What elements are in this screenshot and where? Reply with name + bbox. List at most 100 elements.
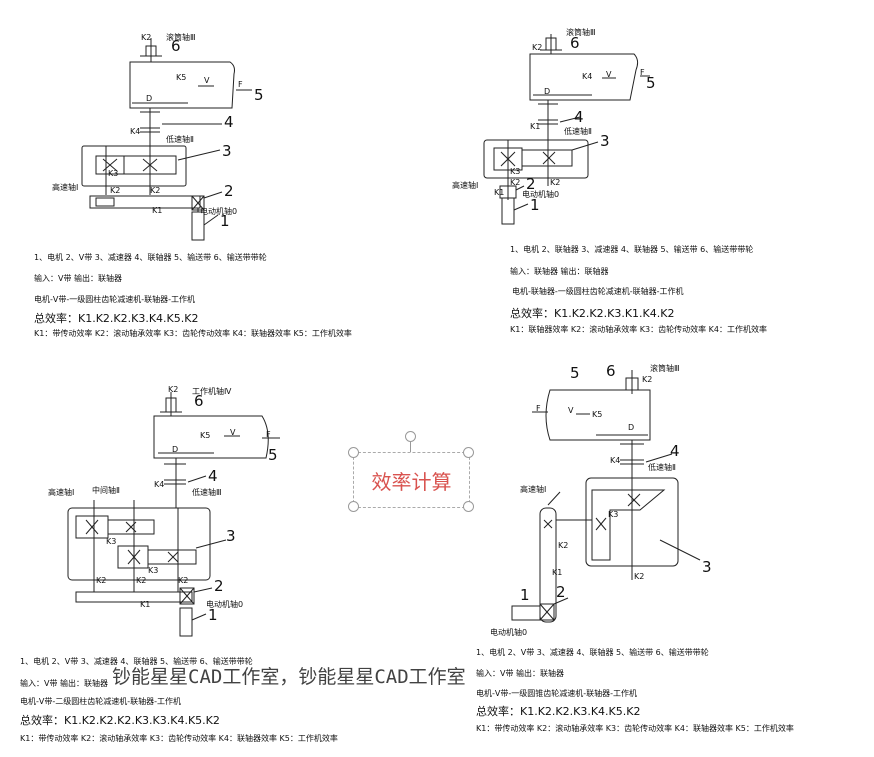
d2-legend: 1、电机 2、联轴器 3、减速器 4、联轴器 5、输送带 6、输送带带轮 bbox=[510, 245, 754, 254]
d1-k4: K4 bbox=[130, 127, 141, 136]
d1-total: 总效率：K1.K2.K2.K3.K4.K5.K2 bbox=[34, 312, 199, 325]
d4-f: F bbox=[536, 404, 541, 413]
d4-conveyor-5 bbox=[545, 389, 651, 441]
d3-label-4: 4 bbox=[208, 467, 218, 485]
d4-label-5: 5 bbox=[570, 364, 580, 382]
d3-high-shaft: 高速轴Ⅰ bbox=[48, 488, 75, 497]
d2-motor-shaft: 电动机轴0 bbox=[522, 190, 560, 199]
d3-v-belt bbox=[75, 591, 193, 603]
d3-io: 输入：V带 输出：联轴器 bbox=[20, 679, 109, 688]
diagram-2-drawing bbox=[483, 34, 650, 225]
d4-io: 输入：V带 输出：联轴器 bbox=[476, 669, 565, 678]
diagram-3-drawing bbox=[67, 392, 280, 637]
d4-label-6: 6 bbox=[606, 362, 616, 380]
d3-total: 总效率：K1.K2.K2.K2.K3.K3.K4.K5.K2 bbox=[20, 714, 220, 727]
d1-drum-shaft: 滚筒轴Ⅲ bbox=[166, 33, 196, 42]
d2-label-6: 6 bbox=[570, 34, 580, 52]
d2-low-shaft: 低速轴Ⅱ bbox=[564, 127, 592, 136]
d2-k2-top: K2 bbox=[532, 43, 543, 52]
d4-chain: 电机-V带-一级圆锥齿轮减速机-联轴器-工作机 bbox=[476, 689, 638, 698]
d3-k2-b: K2 bbox=[136, 576, 147, 585]
d4-k1: K1 bbox=[552, 568, 563, 577]
d2-label-2: 2 bbox=[526, 175, 536, 193]
d1-motor-shaft: 电动机轴0 bbox=[200, 207, 238, 216]
d4-k2-a: K2 bbox=[558, 541, 569, 550]
diagram-4-drawing bbox=[511, 370, 701, 623]
d2-d: D bbox=[544, 87, 551, 96]
d3-f: F bbox=[266, 430, 271, 439]
d4-label-2: 2 bbox=[556, 583, 566, 601]
d4-low-shaft: 低速轴Ⅱ bbox=[648, 463, 676, 472]
d2-label-4: 4 bbox=[574, 108, 584, 126]
d3-mid-shaft: 中间轴Ⅱ bbox=[92, 486, 120, 495]
d1-high-shaft: 高速轴Ⅰ bbox=[52, 183, 79, 192]
d2-label-1: 1 bbox=[530, 196, 540, 214]
d3-d: D bbox=[172, 445, 179, 454]
d2-gearbox-3 bbox=[483, 139, 589, 179]
d2-label-5: 5 bbox=[646, 74, 656, 92]
resize-handle-tl[interactable] bbox=[348, 447, 359, 458]
d1-k2-a: K2 bbox=[110, 186, 121, 195]
d4-label-1: 1 bbox=[520, 586, 530, 604]
d2-k2-b: K2 bbox=[550, 178, 561, 187]
d4-motor-1 bbox=[511, 605, 541, 621]
d2-k3: K3 bbox=[510, 167, 521, 176]
d1-k2-b: K2 bbox=[150, 186, 161, 195]
d4-total: 总效率：K1.K2.K2.K3.K4.K5.K2 bbox=[476, 705, 641, 718]
d2-drum-shaft: 滚筒轴Ⅲ bbox=[566, 28, 596, 37]
d3-k3-a: K3 bbox=[106, 537, 117, 546]
d2-high-shaft: 高速轴Ⅰ bbox=[452, 181, 479, 190]
d4-label-3: 3 bbox=[702, 558, 712, 576]
d3-low-shaft: 低速轴Ⅲ bbox=[192, 488, 222, 497]
d4-high-shaft: 高速轴Ⅰ bbox=[520, 485, 547, 494]
d3-legend: 1、电机 2、V带 3、减速器 4、联轴器 5、输送带 6、输送带带轮 bbox=[20, 657, 253, 666]
d1-label-5: 5 bbox=[254, 86, 264, 104]
d3-chain: 电机-V带-二级圆柱齿轮减速机-联轴器-工作机 bbox=[20, 697, 182, 706]
d1-k1: K1 bbox=[152, 206, 163, 215]
d3-gearbox-3 bbox=[67, 507, 211, 581]
d3-k2-a: K2 bbox=[96, 576, 107, 585]
d2-conveyor-5 bbox=[529, 53, 639, 101]
d4-d: D bbox=[628, 423, 635, 432]
d2-f: F bbox=[640, 68, 645, 77]
d1-conveyor-5 bbox=[129, 61, 235, 109]
d2-k2-a: K2 bbox=[510, 178, 521, 187]
d3-conveyor-5 bbox=[153, 415, 269, 459]
d3-k3-b: K3 bbox=[148, 566, 159, 575]
d3-motor-1 bbox=[179, 607, 193, 637]
d1-v: V bbox=[204, 76, 210, 85]
d3-v: V bbox=[230, 428, 236, 437]
d4-k2-top: K2 bbox=[642, 375, 653, 384]
d1-k3: K3 bbox=[108, 169, 119, 178]
d2-total: 总效率：K1.K2.K2.K3.K1.K4.K2 bbox=[510, 307, 675, 320]
d4-k5: K5 bbox=[592, 410, 603, 419]
resize-handle-bl[interactable] bbox=[348, 501, 359, 512]
d3-k1: K1 bbox=[140, 600, 151, 609]
d3-k5: K5 bbox=[200, 431, 211, 440]
resize-handle-tr[interactable] bbox=[463, 447, 474, 458]
d3-label-5: 5 bbox=[268, 446, 278, 464]
d1-chain: 电机-V带-一级圆柱齿轮减速机-联轴器-工作机 bbox=[34, 295, 196, 304]
efficiency-title: 效率计算 bbox=[371, 470, 452, 494]
d3-label-2: 2 bbox=[214, 577, 224, 595]
d1-io: 输入：V带 输出：联轴器 bbox=[34, 274, 123, 283]
resize-handle-br[interactable] bbox=[463, 501, 474, 512]
d4-v: V bbox=[568, 406, 574, 415]
d4-label-4: 4 bbox=[670, 442, 680, 460]
d4-drum-shaft: 滚筒轴Ⅲ bbox=[650, 364, 680, 373]
d1-label-4: 4 bbox=[224, 113, 234, 131]
d2-io: 输入：联轴器 输出：联轴器 bbox=[510, 267, 609, 276]
d3-effs: K1：带传动效率 K2：滚动轴承效率 K3：齿轮传动效率 K4：联轴器效率 K5… bbox=[20, 734, 338, 743]
d1-low-shaft: 低速轴Ⅱ bbox=[166, 135, 194, 144]
efficiency-title-box[interactable]: 效率计算 bbox=[353, 452, 470, 508]
d1-label-2: 2 bbox=[224, 182, 234, 200]
diagram-1-drawing bbox=[81, 38, 252, 241]
d1-label-6: 6 bbox=[171, 37, 181, 55]
d3-k2-top: K2 bbox=[168, 385, 179, 394]
d4-k2-b: K2 bbox=[634, 572, 645, 581]
d3-k4: K4 bbox=[154, 480, 165, 489]
d3-motor-shaft: 电动机轴0 bbox=[206, 600, 244, 609]
d1-k5: K5 bbox=[176, 73, 187, 82]
d1-f: F bbox=[238, 80, 243, 89]
